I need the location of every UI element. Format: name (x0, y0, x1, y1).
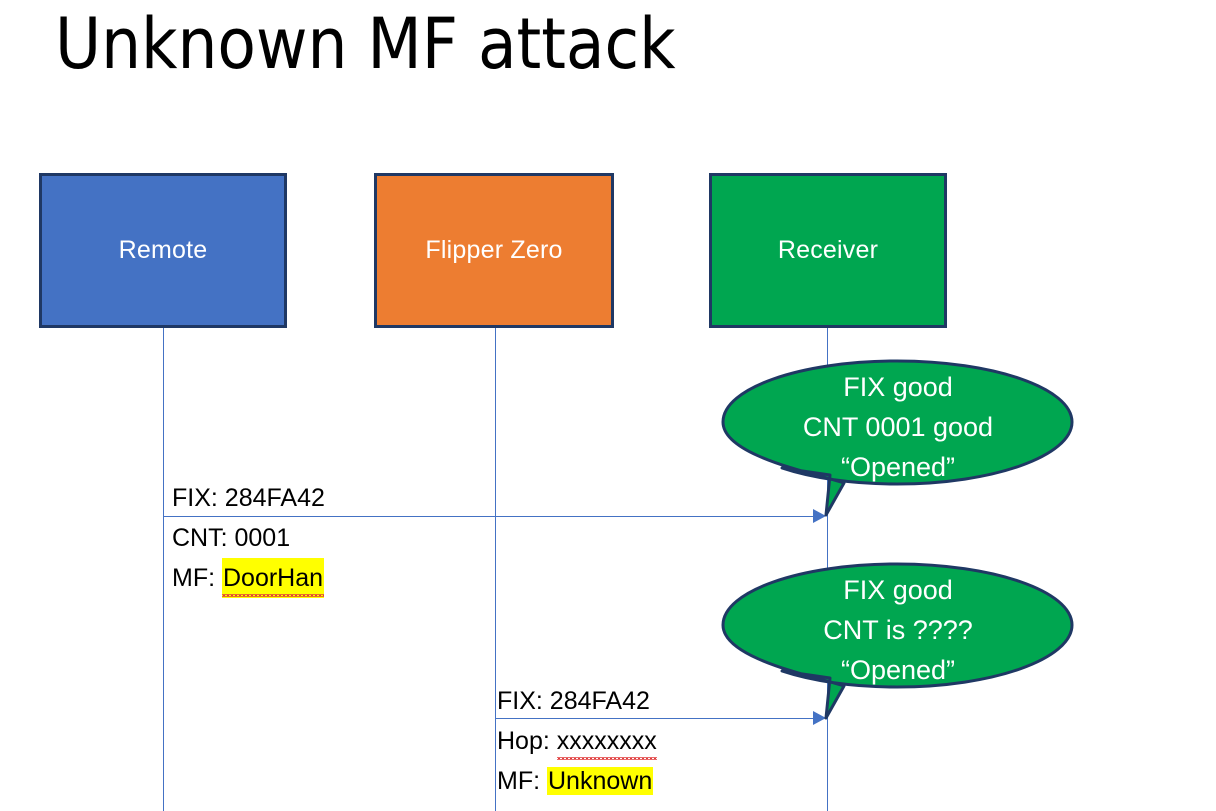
message-line-prefix: Hop: (497, 727, 557, 755)
message-line: MF: DoorHan (172, 558, 325, 598)
lifeline-flipper (495, 328, 496, 811)
arrowhead-icon (813, 509, 826, 523)
message-line: MF: Unknown (497, 761, 657, 801)
message-line: FIX: 284FA42 (172, 478, 325, 518)
message-line-prefix: FIX: (497, 687, 550, 715)
message-line-prefix: FIX: (172, 484, 225, 512)
message-line: Hop: xxxxxxxx (497, 721, 657, 761)
message-line: CNT: 0001 (172, 518, 325, 558)
message-line-prefix: MF: (497, 767, 547, 795)
message-line-value: 284FA42 (549, 687, 650, 715)
actor-label-flipper: Flipper Zero (425, 236, 563, 264)
message-arrow-flipper-to-receiver (495, 718, 814, 719)
message-line-value: xxxxxxxx (556, 721, 657, 761)
message-arrow-remote-to-receiver (163, 516, 814, 517)
message-line-prefix: MF: (172, 564, 222, 592)
message-line-value: 284FA42 (224, 484, 325, 512)
message-line-value-highlighted: DoorHan (222, 558, 325, 598)
speech-bubble-receiver-second[interactable]: FIX good CNT is ???? “Opened” (721, 562, 1074, 725)
message-line-prefix: CNT: (172, 524, 235, 552)
speech-bubble-shape (721, 562, 1074, 720)
actor-box-flipper[interactable]: Flipper Zero (374, 173, 614, 328)
speech-bubble-receiver-first[interactable]: FIX good CNT 0001 good “Opened” (721, 359, 1074, 522)
lifeline-remote (163, 328, 164, 811)
message-labels-flipper: FIX: 284FA42 Hop: xxxxxxxx MF: Unknown (497, 681, 657, 801)
arrowhead-icon (813, 711, 826, 725)
actor-box-remote[interactable]: Remote (39, 173, 287, 328)
message-labels-remote: FIX: 284FA42 CNT: 0001 MF: DoorHan (172, 478, 325, 598)
actor-label-remote: Remote (118, 236, 208, 264)
page-title: Unknown MF attack (55, 3, 676, 85)
speech-bubble-shape (721, 359, 1074, 517)
actor-label-receiver: Receiver (777, 236, 879, 264)
message-line-value-highlighted: Unknown (547, 767, 654, 795)
actor-box-receiver[interactable]: Receiver (709, 173, 947, 328)
message-line-value: 0001 (234, 524, 291, 552)
message-line: FIX: 284FA42 (497, 681, 657, 721)
